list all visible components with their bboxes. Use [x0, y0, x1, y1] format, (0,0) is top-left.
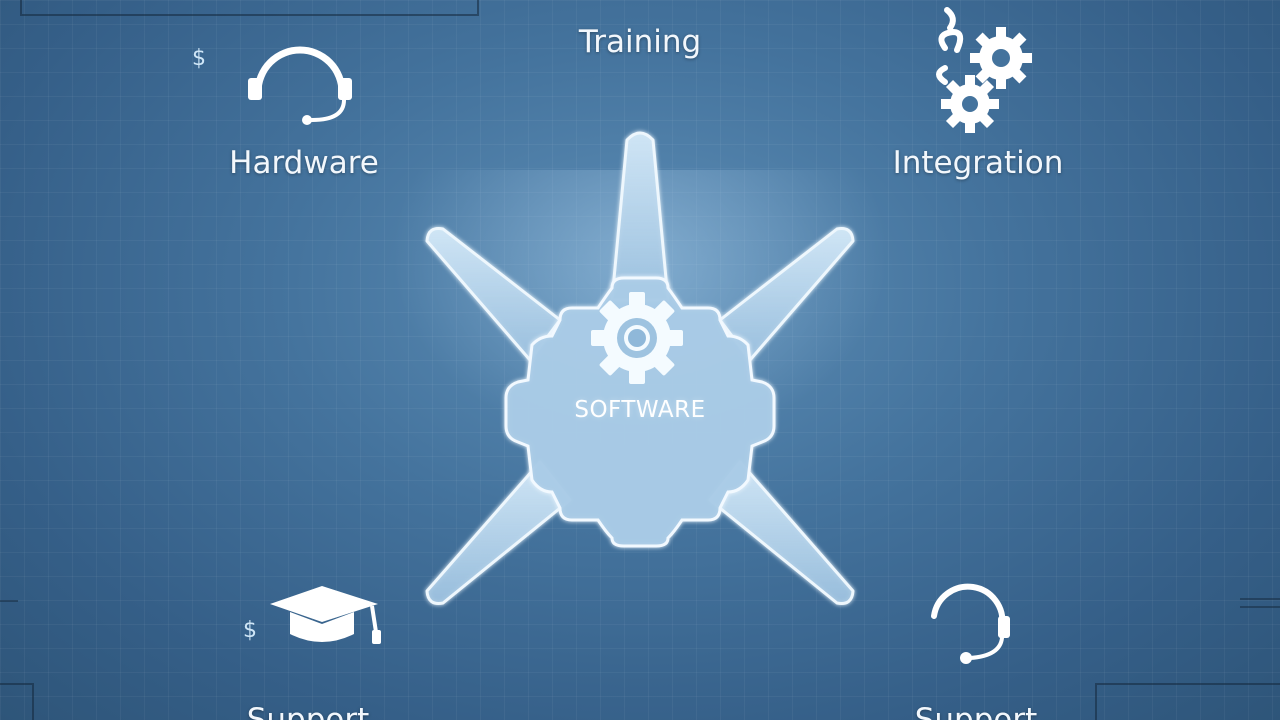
frame-bottom-right	[1095, 683, 1280, 720]
dollar-symbol-icon: $	[192, 46, 206, 71]
edge-mark-left	[0, 600, 18, 608]
ray-lower-left	[425, 460, 572, 605]
dollar-symbol-icon: $	[243, 618, 257, 643]
headset-icon	[248, 46, 352, 125]
central-gear	[504, 276, 776, 548]
frame-top	[20, 0, 479, 16]
node-label-support-left: Support	[246, 702, 370, 720]
ray-upper-right	[718, 227, 855, 362]
ray-top	[610, 131, 670, 302]
graduation-cap-icon	[270, 586, 381, 644]
ray-lower-right	[708, 460, 855, 605]
node-label-hardware: Hardware	[229, 145, 379, 181]
gears-icon	[936, 7, 1032, 133]
ray-upper-left	[425, 227, 562, 362]
edge-mark-right	[1240, 598, 1280, 608]
frame-bottom-left	[0, 683, 34, 720]
node-label-support-right: Support	[914, 702, 1038, 720]
node-label-integration: Integration	[892, 145, 1064, 181]
center-label-software: SOFTWARE	[574, 397, 706, 423]
node-label-training: Training	[578, 24, 702, 60]
headset-icon	[931, 583, 1010, 664]
gear-icon	[591, 292, 683, 384]
